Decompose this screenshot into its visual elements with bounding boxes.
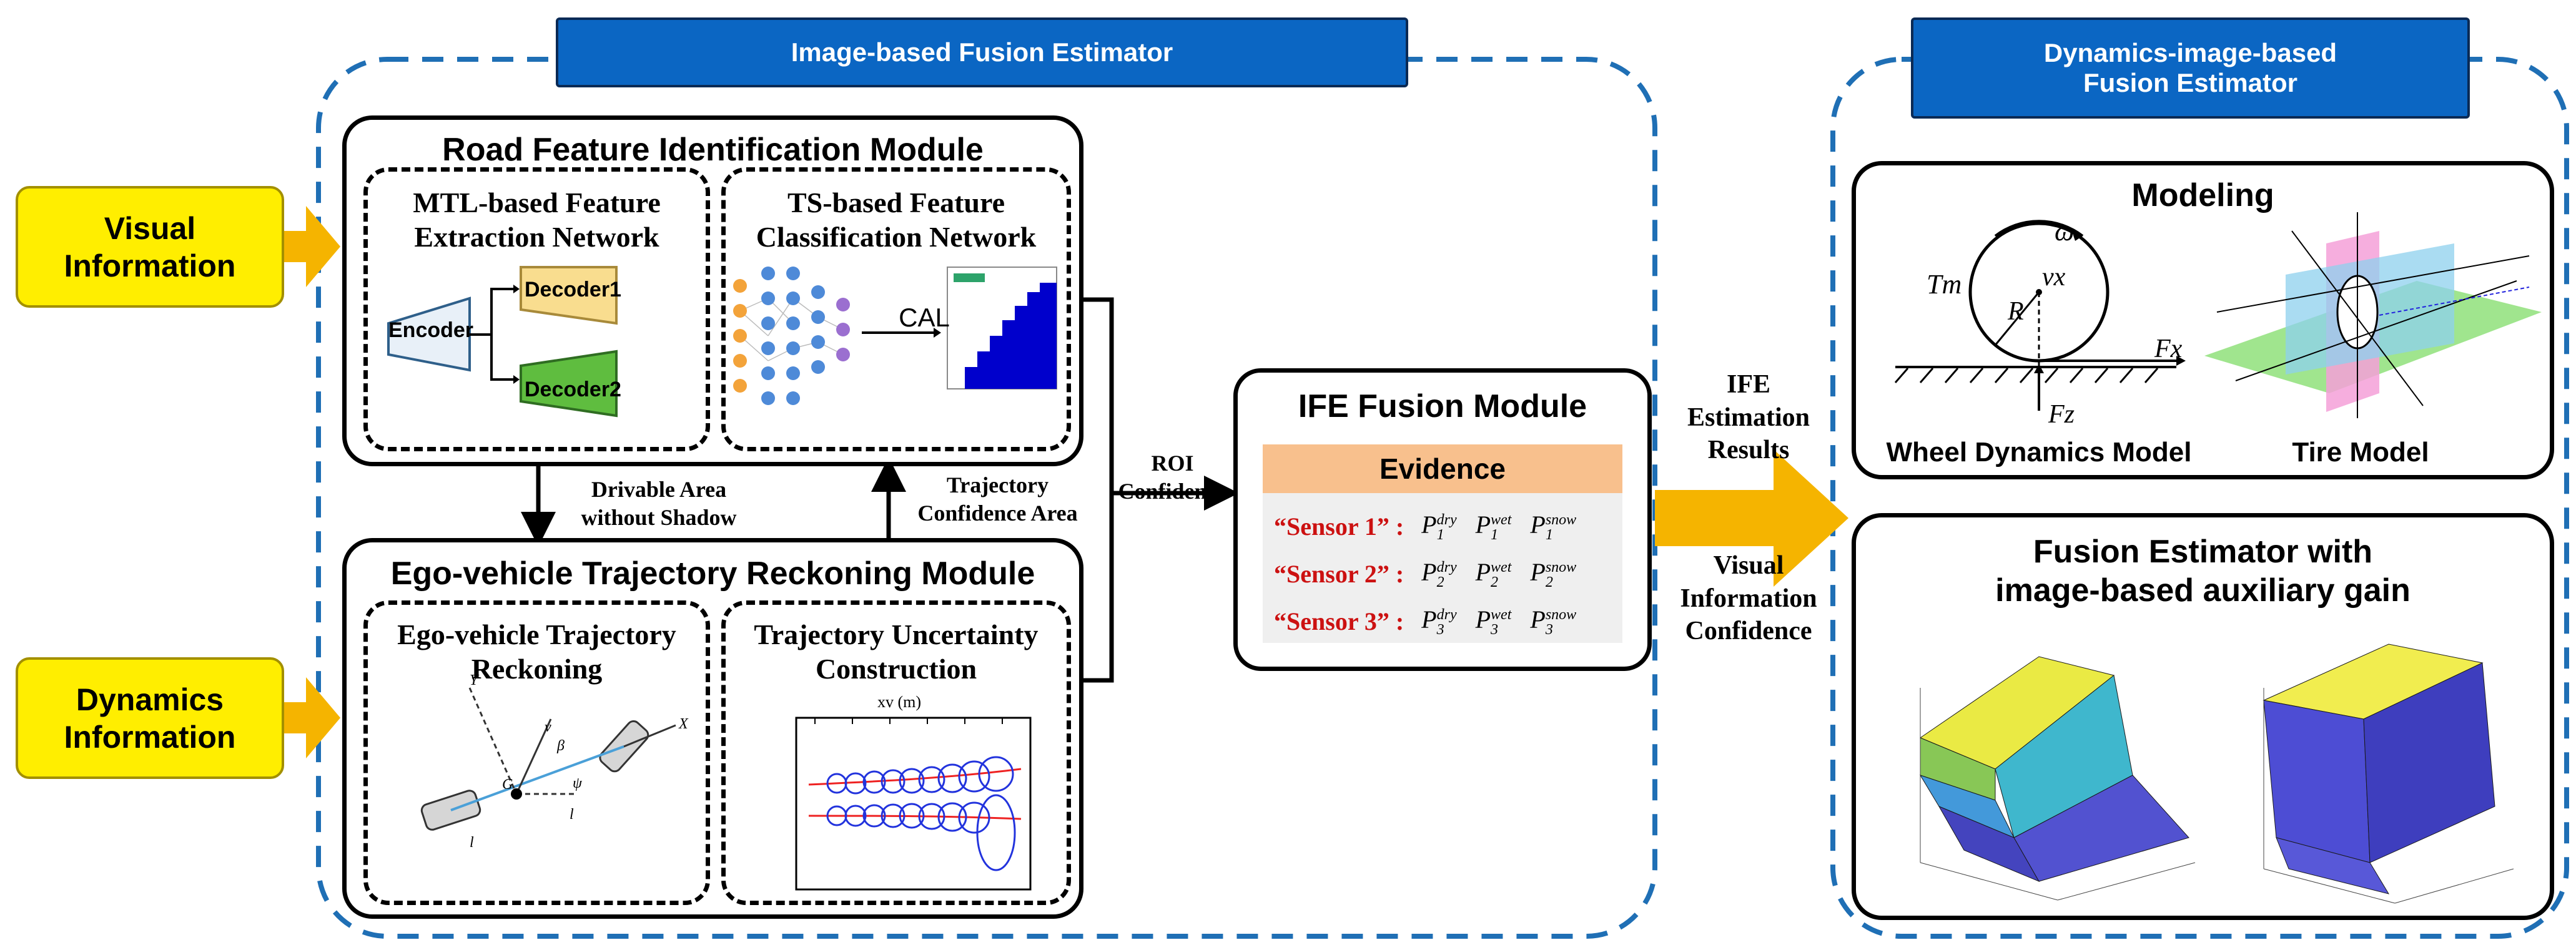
svg-text:l: l (570, 806, 574, 823)
wheel-model-graphic (1894, 220, 2186, 411)
omega-label: ω (2055, 216, 2075, 247)
fz-label: Fz (2048, 400, 2075, 429)
svg-text:ψ: ψ (573, 775, 583, 791)
dynamics-input-arrow (284, 677, 340, 758)
decoder2-shape (520, 350, 618, 418)
vx-label: vx (2042, 263, 2066, 291)
mtl-network-graphic (387, 266, 618, 418)
road-module-title: Road Feature Identification Module (442, 132, 984, 168)
svg-text:Y: Y (470, 672, 480, 688)
tire-model-caption: Tire Model (2292, 437, 2429, 468)
cal-label: CAL (899, 303, 950, 332)
sensor-label: “Sensor 2” : (1274, 559, 1404, 588)
wheel-model-caption: Wheel Dynamics Model (1886, 437, 2192, 468)
roi-bracket (1083, 297, 1114, 683)
evidence-header: Evidence (1263, 444, 1622, 493)
svg-text:X: X (678, 716, 689, 732)
left-panel-title: Image-based Fusion Estimator (556, 17, 1408, 87)
encoder-shape (387, 296, 471, 372)
encoder-label: Encoder (388, 318, 474, 342)
uncertainty-axis-label: xv (m) (877, 693, 922, 711)
decoder1-label: Decoder1 (525, 278, 621, 301)
evidence-table (1263, 493, 1622, 643)
sensor-label: “Sensor 3” : (1274, 607, 1404, 635)
vehicle-kinematics-graphic: Y Gv β ψ X l l (420, 672, 689, 851)
modeling-title: Modeling (2131, 177, 2274, 213)
svg-text:β: β (556, 738, 565, 754)
decoder1-shape (520, 266, 618, 325)
ife-to-dynamics-arrow (1655, 449, 1848, 587)
surface-plots-graphic (1919, 644, 2514, 904)
ife-module-title: IFE Fusion Module (1298, 388, 1587, 424)
decoder2-label: Decoder2 (525, 378, 621, 401)
sensor-label: “Sensor 1” : (1274, 512, 1404, 541)
visual-input-arrow (284, 206, 340, 287)
tm-label: Tm (1927, 269, 1962, 300)
dynamics-information-input: Dynamics Information (16, 657, 284, 779)
svg-text:l: l (470, 835, 474, 851)
r-label: R (2008, 297, 2024, 326)
ego-module-title: Ego-vehicle Trajectory Reckoning Module (390, 556, 1035, 592)
visual-information-input: Visual Information (16, 186, 284, 308)
uncertainty-graphic (795, 717, 1032, 891)
road-feature-module: Road Feature Identification Module (342, 115, 1083, 466)
svg-text:v: v (545, 719, 551, 735)
ts-network-graphic (733, 267, 1057, 405)
tire-model-graphic (2204, 212, 2542, 418)
svg-text:G: G (502, 776, 513, 793)
fx-label: Fx (2154, 335, 2183, 363)
